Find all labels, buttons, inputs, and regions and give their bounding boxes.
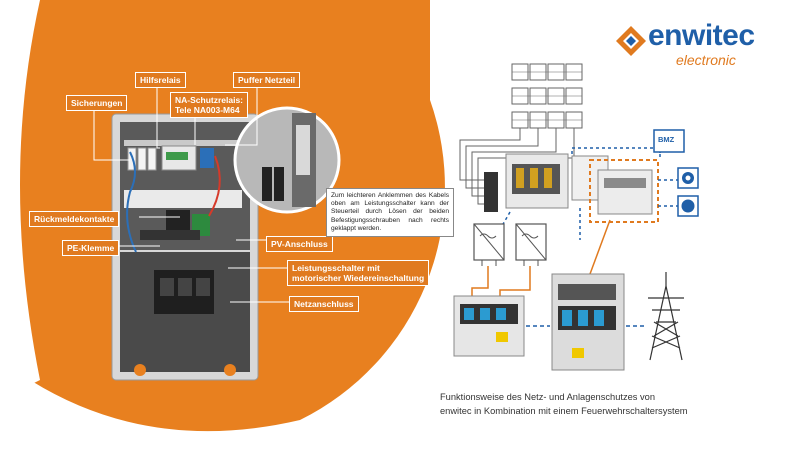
label-puffer-netzteil: Puffer Netzteil bbox=[233, 72, 301, 88]
label-pe-klemme: PE-Klemme bbox=[62, 240, 120, 256]
zoom-detail-image bbox=[233, 106, 341, 214]
label-ls-line1: Leistungsschalter mit bbox=[292, 263, 380, 273]
label-na-line2: Tele NA003-M64 bbox=[175, 105, 240, 115]
label-leistungsschalter: Leistungsschalter mit motorischer Wieder… bbox=[287, 260, 430, 286]
caption-line2: enwitec in Kombination mit einem Feuerwe… bbox=[440, 406, 688, 416]
caption-line1: Funktionsweise des Netz- und Anlagenschu… bbox=[440, 392, 655, 402]
label-sicherungen: Sicherungen bbox=[66, 95, 128, 111]
logo-name: enwitec bbox=[648, 19, 755, 52]
label-na-schutzrelais: NA-Schutzrelais: Tele NA003-M64 bbox=[170, 92, 249, 118]
enwitec-logo-icon bbox=[616, 26, 646, 56]
label-netzanschluss: Netzanschluss bbox=[289, 296, 359, 312]
label-rueckmeldekontakte: Rückmeldekontakte bbox=[29, 211, 120, 227]
logo-subtitle: electronic bbox=[676, 52, 736, 68]
system-schematic bbox=[453, 63, 699, 371]
bmz-label: BMZ bbox=[658, 135, 675, 144]
label-hilfsrelais: Hilfsrelais bbox=[135, 72, 186, 88]
label-pv-anschluss: PV-Anschluss bbox=[266, 236, 333, 252]
switch-cabinet-image bbox=[111, 113, 259, 381]
caption: Funktionsweise des Netz- und Anlagenschu… bbox=[440, 390, 740, 418]
label-ls-line2: motorischer Wiedereinschaltung bbox=[292, 273, 425, 283]
info-note: Zum leichteren Anklemmen des Kabels oben… bbox=[326, 188, 454, 238]
label-na-line1: NA-Schutzrelais: bbox=[175, 95, 244, 105]
